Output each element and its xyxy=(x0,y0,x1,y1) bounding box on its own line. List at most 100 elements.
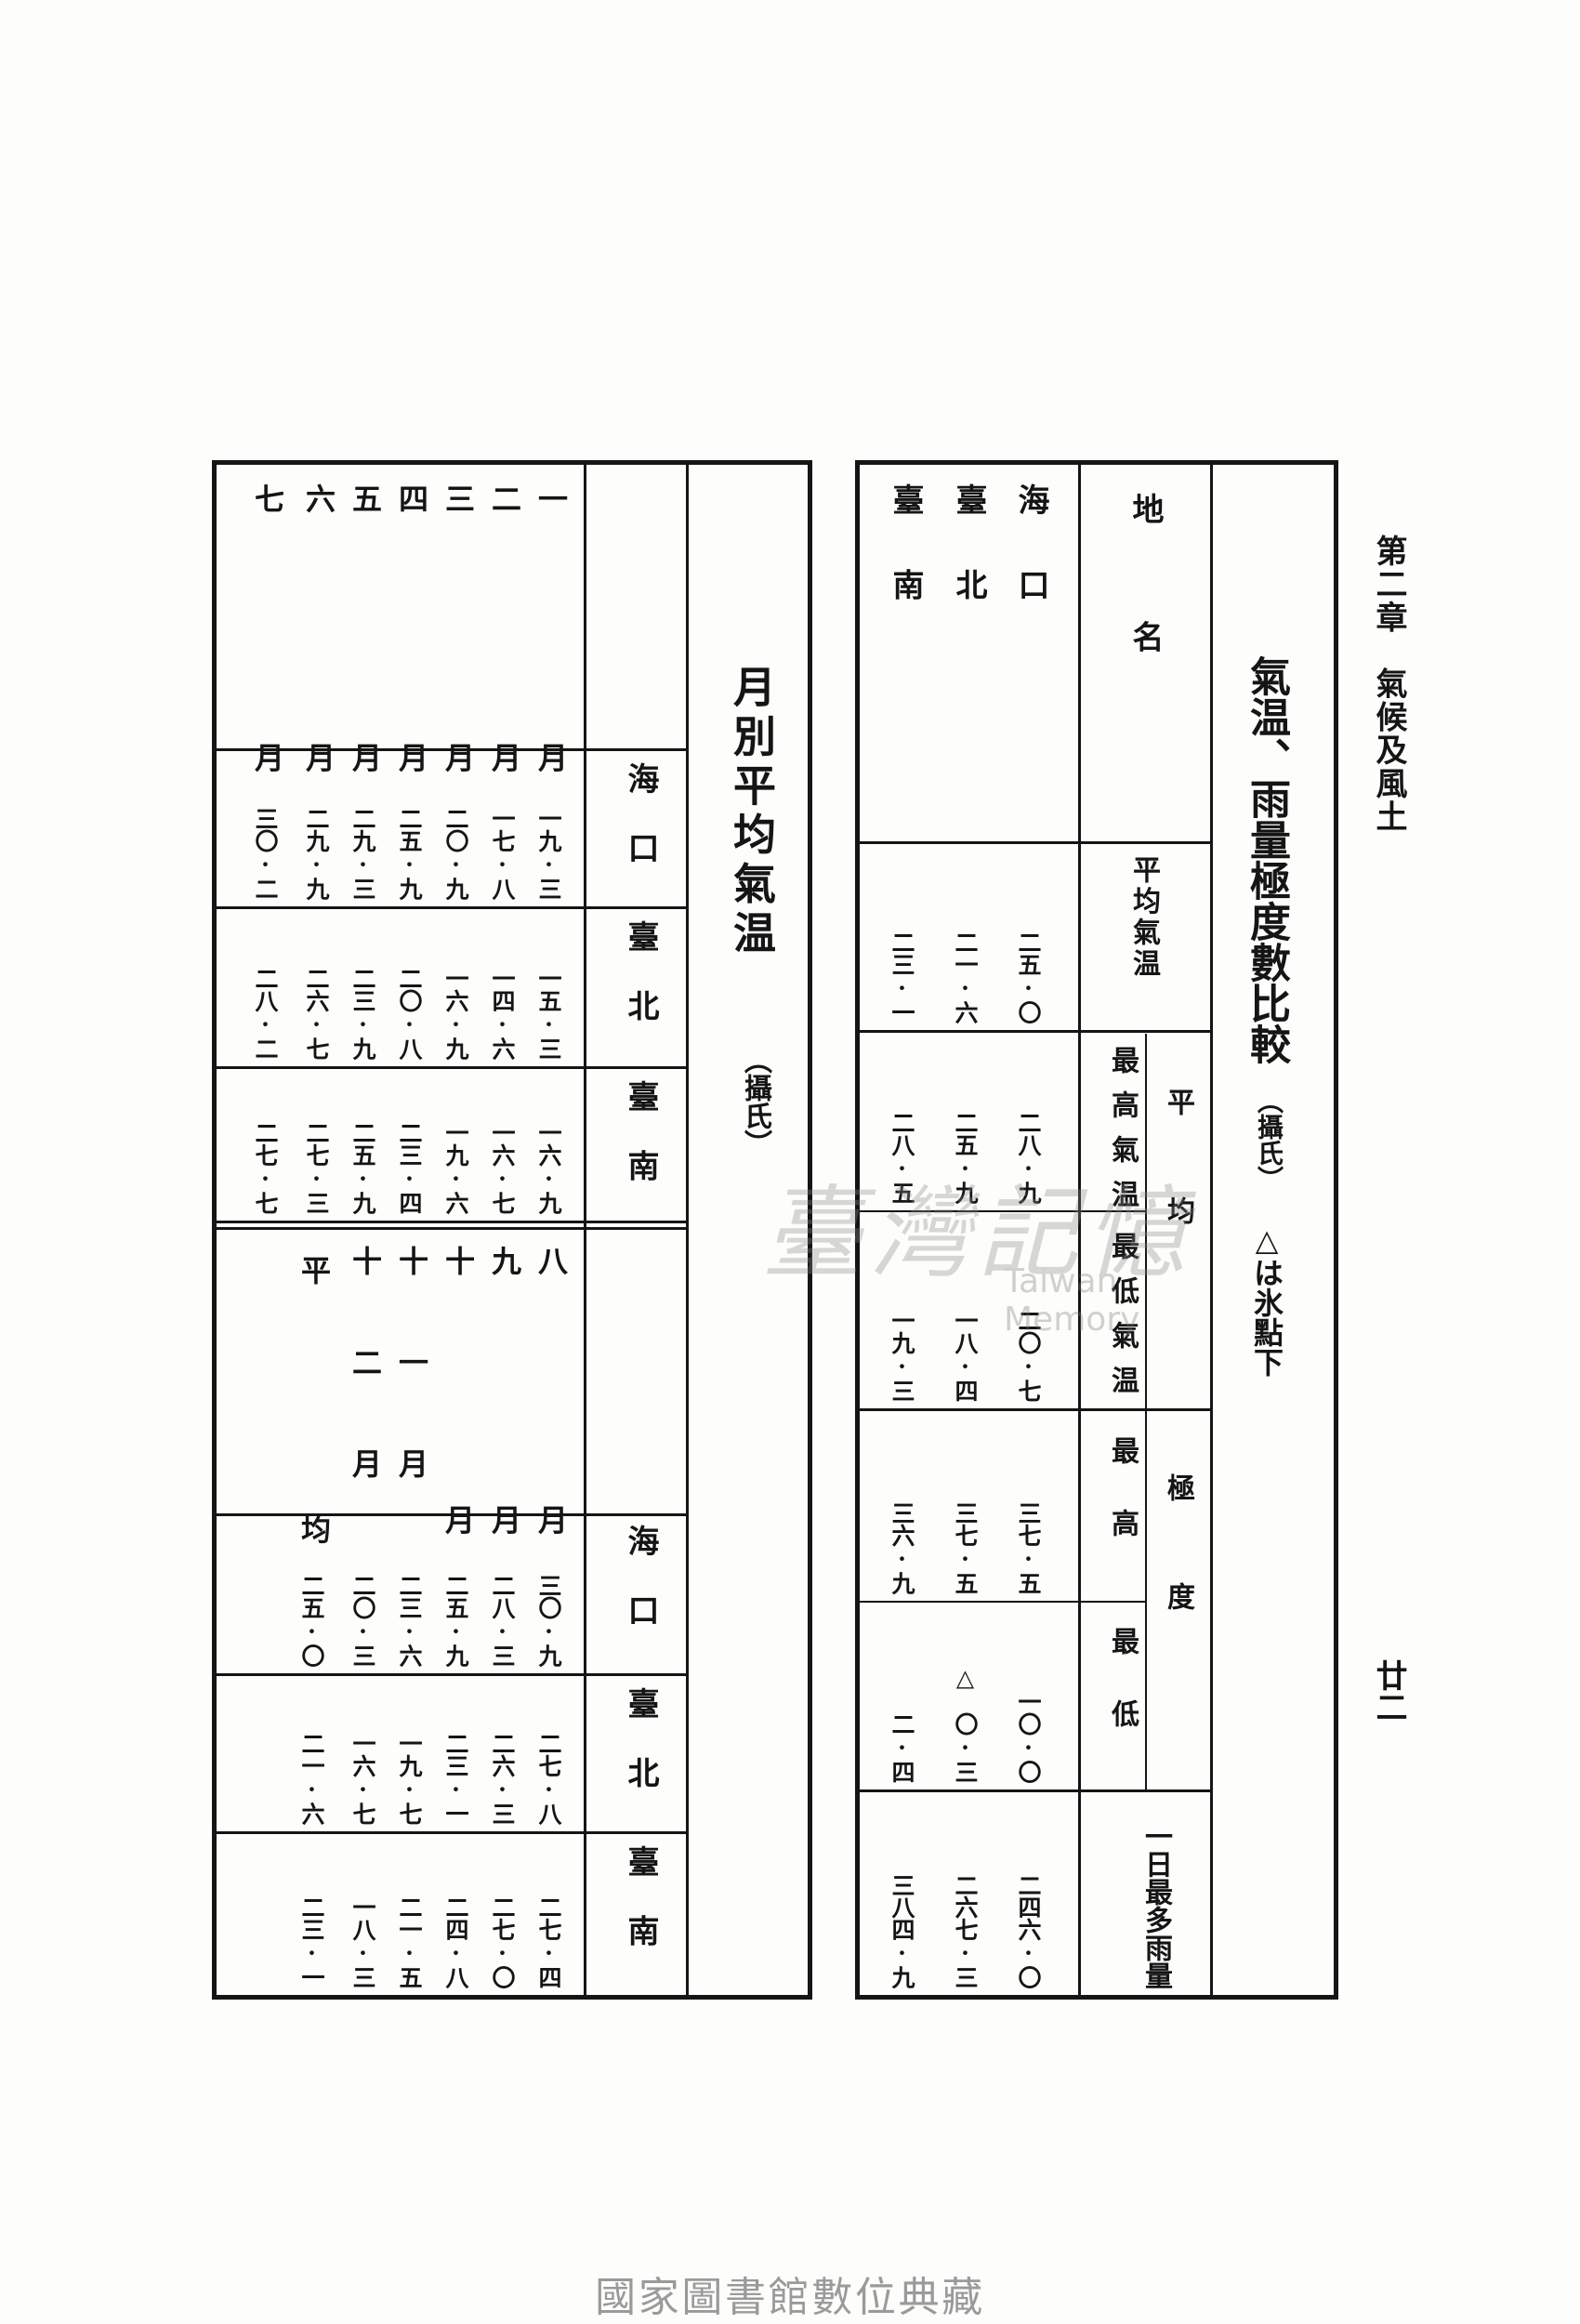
chapter-heading: 第二章 氣候及風土 xyxy=(1370,535,1407,834)
extreme-cell-rain: 二四六·〇 xyxy=(1015,1873,1042,1987)
extreme-cell-min: 一〇·〇 xyxy=(1015,1690,1042,1782)
monthly-value: 二五·九 xyxy=(442,1574,469,1666)
monthly-value: 一六·九 xyxy=(442,967,469,1059)
header-place: 地 名 xyxy=(1126,493,1164,664)
monthly-value: 一九·三 xyxy=(535,807,562,899)
monthly-value: 一六·七 xyxy=(489,1121,516,1213)
watermark: 臺灣記憶 Taiwan Memory xyxy=(762,1153,1264,1339)
place-haikou: 海 口 xyxy=(1012,483,1049,612)
monthly-value: 二三·一 xyxy=(442,1732,469,1824)
place-tainan: 臺 南 xyxy=(887,483,924,612)
monthly-col-taipei-a: 臺北 xyxy=(622,920,659,1060)
extreme-cell-mean_temp: 二三·一 xyxy=(889,931,915,1023)
monthly-value: 二一·五 xyxy=(396,1895,423,1987)
extreme-unit: （攝氏） xyxy=(1254,1088,1284,1192)
page-number: 廿二 xyxy=(1370,1659,1407,1723)
monthly-value: 一六·七 xyxy=(349,1732,376,1824)
watermark-english: Taiwan Memory xyxy=(1004,1262,1140,1339)
monthly-title: 月別平均氣温 xyxy=(727,665,777,960)
header-mean-min: 最低氣温 xyxy=(1106,1232,1139,1410)
monthly-value: 二五·九 xyxy=(349,1121,376,1213)
monthly-col-haikou-a: 海口 xyxy=(622,762,659,902)
header-mean-temp: 平均氣温 xyxy=(1127,855,1160,981)
header-min: 最低 xyxy=(1106,1627,1139,1772)
monthly-value: 二七·三 xyxy=(303,1121,330,1213)
monthly-value: 二九·三 xyxy=(349,807,376,899)
header-max: 最高 xyxy=(1106,1436,1139,1581)
extreme-cell-mean_min: 一八·四 xyxy=(952,1309,979,1401)
monthly-value: 二七·〇 xyxy=(489,1895,516,1987)
extreme-cell-mean_max: 二八·五 xyxy=(889,1111,915,1203)
monthly-title-divider xyxy=(686,460,689,2000)
extreme-cell-max: 三七·五 xyxy=(1015,1501,1042,1593)
month-label: 四 月 xyxy=(394,483,429,829)
extreme-left-border xyxy=(855,460,860,2000)
place-taipei: 臺 北 xyxy=(950,483,987,612)
header-rain: 一日最多雨量 xyxy=(1139,1822,1172,1989)
monthly-rule-b-months xyxy=(215,1513,688,1516)
extreme-cell-rain: 三八四·九 xyxy=(889,1873,915,1987)
extreme-cell-max: 三六·九 xyxy=(889,1501,915,1593)
extreme-rule-mean xyxy=(857,1408,1212,1411)
monthly-rule-a-taipei xyxy=(215,1066,688,1069)
extreme-cell-mean_temp: 二五·〇 xyxy=(1015,931,1042,1023)
extreme-cell-max: 三七·五 xyxy=(952,1501,979,1593)
monthly-col-taipei-b: 臺北 xyxy=(622,1687,659,1827)
watermark-chinese: 臺灣記憶 xyxy=(762,1176,1194,1292)
monthly-rule-mid-2 xyxy=(215,1227,688,1230)
extreme-right-border xyxy=(1334,460,1338,2000)
monthly-rule-b-haikou xyxy=(215,1673,688,1676)
extreme-subheader-divider xyxy=(1145,1034,1147,1791)
month-label: 八 月 xyxy=(533,1246,569,1591)
month-label: 十二月 xyxy=(348,1246,383,1550)
monthly-value: 二三·六 xyxy=(396,1574,423,1666)
monthly-value: 二七·七 xyxy=(252,1121,279,1213)
monthly-value: 一九·七 xyxy=(396,1732,423,1824)
monthly-value: 二八·三 xyxy=(489,1574,516,1666)
monthly-left-border xyxy=(212,460,217,2000)
extreme-note: △は氷點下 xyxy=(1249,1222,1284,1377)
monthly-rule-b-taipei xyxy=(215,1831,688,1834)
monthly-value: 二八·二 xyxy=(252,967,279,1059)
monthly-value: 一七·八 xyxy=(489,807,516,899)
monthly-top-border xyxy=(212,460,812,465)
monthly-value: 一五·三 xyxy=(535,967,562,1059)
extreme-rule-extreme xyxy=(857,1789,1212,1792)
monthly-value: 一四·六 xyxy=(489,967,516,1059)
header-mean-max: 最高氣温 xyxy=(1106,1046,1139,1224)
extreme-header-divider xyxy=(1078,460,1081,2000)
extreme-rule-meanmax xyxy=(857,1210,1147,1212)
monthly-right-border xyxy=(808,460,812,2000)
header-extreme: 極 度 xyxy=(1162,1473,1194,1618)
extreme-cell-mean_max: 二八·九 xyxy=(1015,1111,1042,1203)
monthly-value: 二五·九 xyxy=(396,807,423,899)
month-label: 三 月 xyxy=(441,483,476,829)
month-label: 五 月 xyxy=(348,483,383,829)
month-label: 十 月 xyxy=(441,1246,476,1591)
extreme-rule-max xyxy=(857,1601,1147,1603)
monthly-value: 二七·四 xyxy=(535,1895,562,1987)
month-label: 二 月 xyxy=(487,483,522,829)
monthly-value: 一九·六 xyxy=(442,1121,469,1213)
monthly-value: 二五·〇 xyxy=(298,1574,325,1666)
extreme-rule-meantemp xyxy=(857,1030,1212,1033)
monthly-bottom-border xyxy=(212,1995,812,2000)
extreme-bottom-border xyxy=(855,1995,1338,2000)
monthly-value: 二六·七 xyxy=(303,967,330,1059)
month-label: 七 月 xyxy=(250,483,285,829)
month-label: 九 月 xyxy=(487,1246,522,1591)
monthly-col-tainan-b: 臺南 xyxy=(622,1845,659,1985)
monthly-value: 二〇·三 xyxy=(349,1574,376,1666)
extreme-cell-min: △ 〇·三 xyxy=(952,1664,979,1782)
monthly-value: 二六·三 xyxy=(489,1732,516,1824)
monthly-value: 二三·九 xyxy=(349,967,376,1059)
monthly-value: 三〇·二 xyxy=(252,807,279,899)
monthly-rule-a-haikou xyxy=(215,906,688,909)
monthly-value: 二〇·八 xyxy=(396,967,423,1059)
monthly-value: 二〇·九 xyxy=(442,807,469,899)
extreme-rule-place xyxy=(857,841,1212,844)
extreme-top-border xyxy=(855,460,1338,465)
monthly-value: 三〇·九 xyxy=(535,1574,562,1666)
extreme-title: 氣温、雨量極度數比較 xyxy=(1243,655,1290,1064)
monthly-rule-mid-1 xyxy=(215,1221,688,1223)
